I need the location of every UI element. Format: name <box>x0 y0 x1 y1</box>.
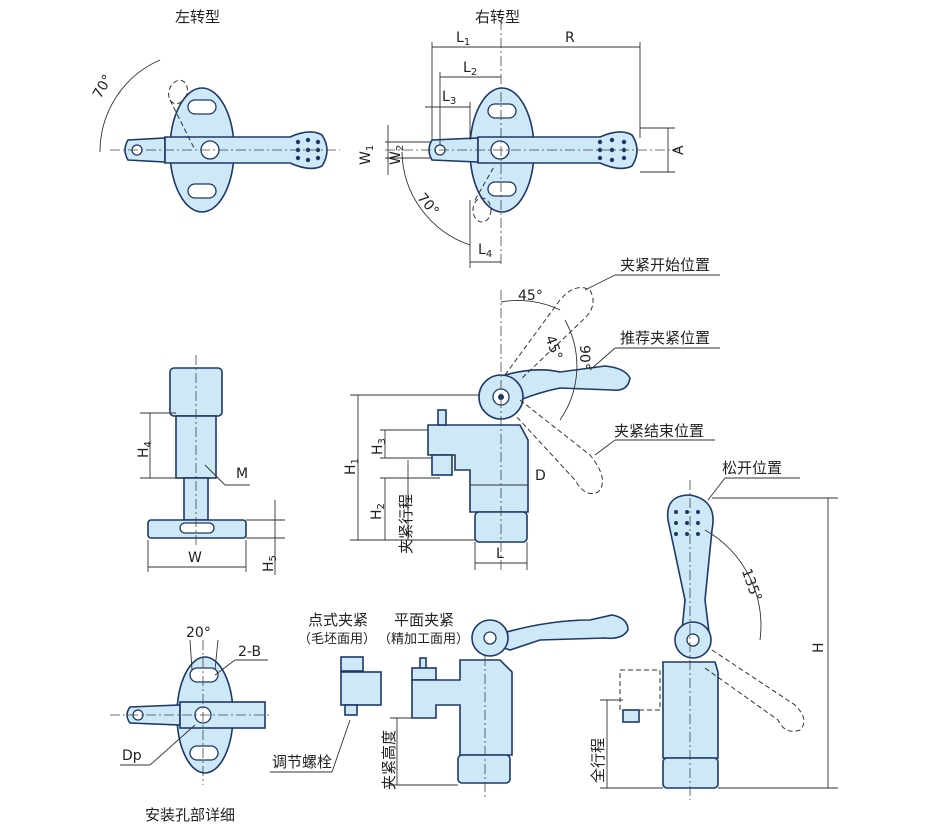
dim-M: M <box>236 466 248 482</box>
side-view: 45° 45° 90° 夹紧开始位置 推荐夹紧位置 夹紧结束位置 H1 H3 H… <box>343 256 720 570</box>
slot-hole <box>187 99 217 115</box>
rotated-arm-ghost <box>168 79 188 105</box>
dim-W: W <box>188 550 202 566</box>
right-turn-view: 右转型 L1 R L2 L3 A W1 W <box>358 8 687 268</box>
flat-clamp-note: （精加工面用） <box>378 632 469 647</box>
dim-H2: H2 <box>369 503 387 520</box>
dim-D: D <box>535 468 546 484</box>
mount-hole-title: 安装孔部详细 <box>145 806 235 824</box>
dim-W2: W2 <box>388 145 406 165</box>
dim-H3: H3 <box>370 438 388 455</box>
slot-hole <box>189 667 219 683</box>
slot-hole <box>189 745 219 761</box>
dim-R: R <box>565 30 575 46</box>
callout-release: 松开位置 <box>722 459 782 477</box>
angle-label: 45° <box>518 288 543 304</box>
angle-label: 70° <box>414 190 442 219</box>
angle-label: 45° <box>542 333 566 362</box>
right-turn-title: 右转型 <box>475 8 520 26</box>
slot-hole <box>187 183 217 199</box>
adjust-bolt <box>431 454 453 476</box>
angle-label: 70° <box>90 72 116 102</box>
left-turn-title: 左转型 <box>175 8 220 26</box>
short-arm <box>124 137 166 163</box>
point-clamp-note: （毛坯面用） <box>298 632 376 647</box>
dim-L4: L4 <box>478 242 492 260</box>
lever-end-ghost <box>514 399 603 494</box>
dim-L1: L1 <box>456 30 470 48</box>
grip-dots <box>674 510 700 536</box>
front-view: H4 M W H5 <box>136 355 285 575</box>
clamp-height-label: 夹紧高度 <box>380 730 398 790</box>
point-clamp-label: 点式夹紧 <box>308 611 368 629</box>
lever-arm <box>477 131 638 170</box>
dim-H1: H1 <box>343 458 361 475</box>
angle-label: 20° <box>186 625 211 641</box>
dim-H4: H4 <box>136 441 154 458</box>
dim-A: A <box>671 145 687 155</box>
left-turn-view: 左转型 70° <box>90 8 340 213</box>
lever-arm <box>164 131 328 170</box>
adjust-bolt-label: 调节螺栓 <box>272 753 332 771</box>
callout-recommended: 推荐夹紧位置 <box>620 329 710 347</box>
callout-clamp-end: 夹紧结束位置 <box>614 422 704 440</box>
callout-clamp-start: 夹紧开始位置 <box>620 256 710 274</box>
angle-label: 135° <box>738 566 765 603</box>
point-clamp-tip <box>340 671 382 706</box>
dim-W1: W1 <box>358 145 376 165</box>
dim-L: L <box>496 546 504 562</box>
full-stroke-label: 全行程 <box>589 738 607 783</box>
mount-hole-detail: 20° 2-B Dp 安装孔部详细 <box>110 625 270 824</box>
clamp-body <box>662 661 719 759</box>
dim-2B: 2-B <box>238 644 261 660</box>
dim-H5: H5 <box>261 555 279 572</box>
dim-H: H <box>811 642 827 653</box>
dim-L2: L2 <box>463 60 477 78</box>
clamp-types-view: 点式夹紧 （毛坯面用） 平面夹紧 （精加工面用） 调节螺栓 夹紧高度 <box>270 611 629 800</box>
flat-clamp-label: 平面夹紧 <box>394 611 454 629</box>
rotated-arm-ghost <box>472 197 492 223</box>
dim-L3: L3 <box>442 89 456 107</box>
dim-Dp: Dp <box>122 748 142 764</box>
release-view: 135° 松开位置 H 全行程 <box>589 459 838 800</box>
lever <box>477 614 629 651</box>
angle-label: 90° <box>576 345 592 370</box>
clamp-stroke-label: 夹紧行程 <box>397 494 415 554</box>
lever-recommended <box>488 365 631 401</box>
grip-dots <box>597 137 627 163</box>
